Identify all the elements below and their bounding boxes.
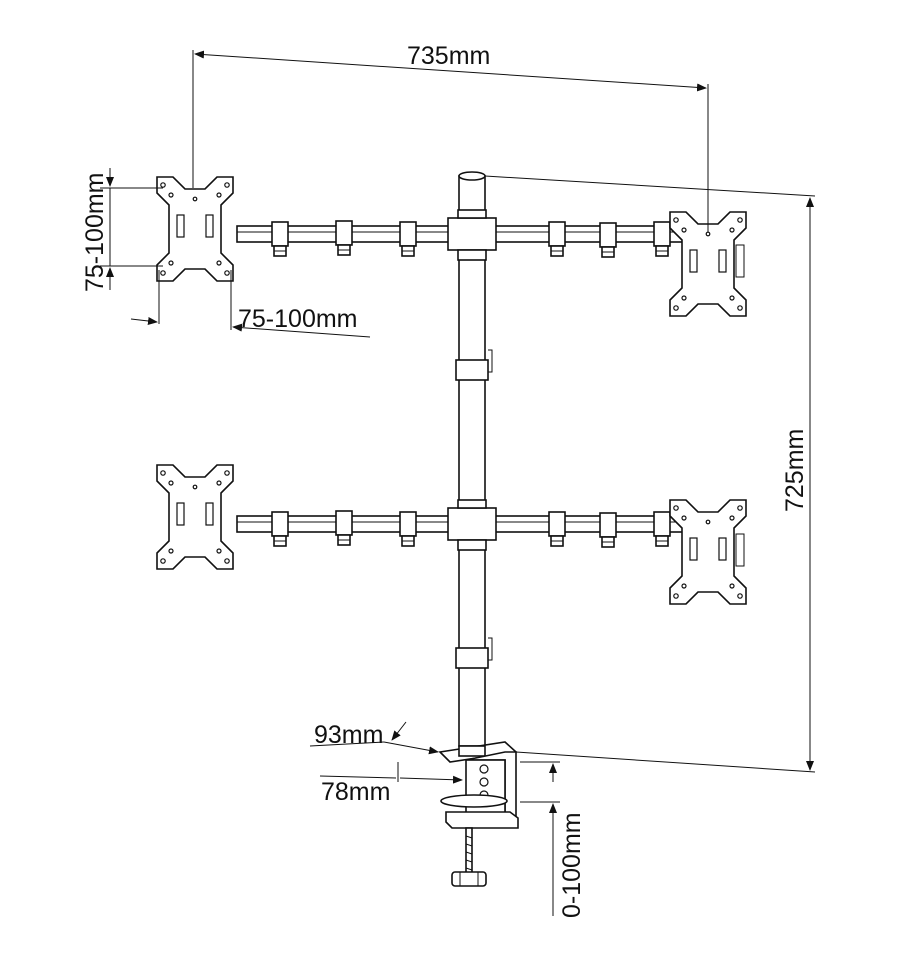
vesa-vertical-label: 75-100mm	[81, 173, 109, 293]
vesa-horizontal-label: 75-100mm	[238, 305, 358, 333]
lower-arm-assembly	[237, 500, 685, 550]
clamp-depth-dimension: 93mm	[309, 721, 439, 755]
upper-arm-assembly	[237, 210, 685, 260]
desk-thickness-dimension: 0-100mm	[520, 761, 586, 918]
clamp-width-dimension: 78mm	[319, 762, 463, 806]
lower-right-vesa-plate	[669, 499, 747, 605]
upper-right-vesa-plate	[669, 211, 747, 317]
width-dimension: 735mm	[192, 42, 709, 232]
overall-height-label: 725mm	[781, 429, 809, 512]
desk-thickness-label: 0-100mm	[558, 812, 586, 918]
pole	[455, 171, 493, 747]
clamp-depth-label: 93mm	[314, 721, 383, 749]
vesa-vertical-dimension: 75-100mm	[81, 168, 163, 292]
lower-left-vesa-plate	[156, 464, 234, 570]
clamp-width-label: 78mm	[321, 778, 390, 806]
overall-width-label: 735mm	[407, 42, 490, 70]
desk-clamp	[438, 741, 519, 887]
upper-left-vesa-plate	[156, 176, 234, 282]
vesa-horizontal-dimension: 75-100mm	[130, 270, 371, 338]
height-dimension: 725mm	[484, 175, 816, 773]
